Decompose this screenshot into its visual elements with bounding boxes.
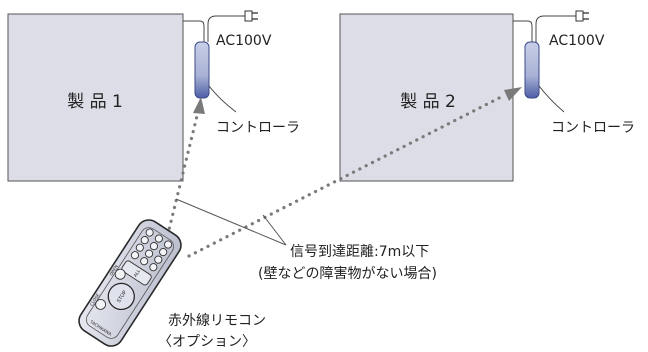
product-1-controller-leader <box>208 85 237 113</box>
callout-leader-2 <box>262 214 287 246</box>
remote-close-button <box>95 298 107 310</box>
product-1-controller-label: コントローラ <box>216 120 300 136</box>
ir-remote-control: ALL STOP CLOSE OPEN TACHIKAWA <box>78 219 182 347</box>
product-1-cord-to-plug <box>207 15 245 42</box>
signal-path-to-controller-2 <box>187 93 507 258</box>
product-1-box <box>7 13 184 182</box>
product-2-controller-leader <box>538 85 565 113</box>
ir-signal-paths <box>164 87 522 258</box>
product-1-power-cord <box>183 20 205 42</box>
remote-stop-button <box>107 282 135 311</box>
product-1-controller <box>194 41 210 99</box>
callout-leader-1 <box>175 198 287 246</box>
product-1-name: 製 品 1 <box>67 92 123 112</box>
signal-condition-label: (壁などの障害物がない場合) <box>258 266 437 282</box>
remote-open-button <box>114 268 126 280</box>
remote-option-label: 〈オプション〉 <box>158 334 256 350</box>
remote-open-label: OPEN <box>109 264 120 276</box>
product-1-group: 製 品 1 AC100V コントローラ <box>7 10 300 182</box>
remote-all-label: ALL <box>133 268 143 278</box>
product-2-name: 製 品 2 <box>400 92 456 112</box>
product-2-power-cord <box>513 20 533 42</box>
remote-body <box>78 219 182 347</box>
remote-label: 赤外線リモコン <box>168 313 266 329</box>
product-2-controller-label: コントローラ <box>551 120 635 136</box>
product-1-plug-icon <box>244 10 258 22</box>
product-2-box <box>339 13 514 182</box>
signal-range-callout: 信号到達距離:7m以下 (壁などの障害物がない場合) <box>175 198 437 282</box>
product-2-group: 製 品 2 AC100V コントローラ <box>339 10 635 182</box>
product-2-controller <box>524 41 540 99</box>
remote-keypad <box>130 228 173 272</box>
product-2-cord-to-plug <box>535 15 576 42</box>
product-2-power-label: AC100V <box>549 33 605 49</box>
signal-arrowhead-1 <box>193 97 205 114</box>
signal-path-to-controller-1 <box>164 110 200 244</box>
signal-distance-label: 信号到達距離:7m以下 <box>290 243 429 260</box>
product-2-plug-icon <box>575 10 589 22</box>
remote-close-label: CLOSE <box>89 292 101 307</box>
product-1-power-label: AC100V <box>216 33 272 49</box>
signal-arrowhead-2 <box>504 87 522 101</box>
remote-all-button <box>121 260 152 286</box>
